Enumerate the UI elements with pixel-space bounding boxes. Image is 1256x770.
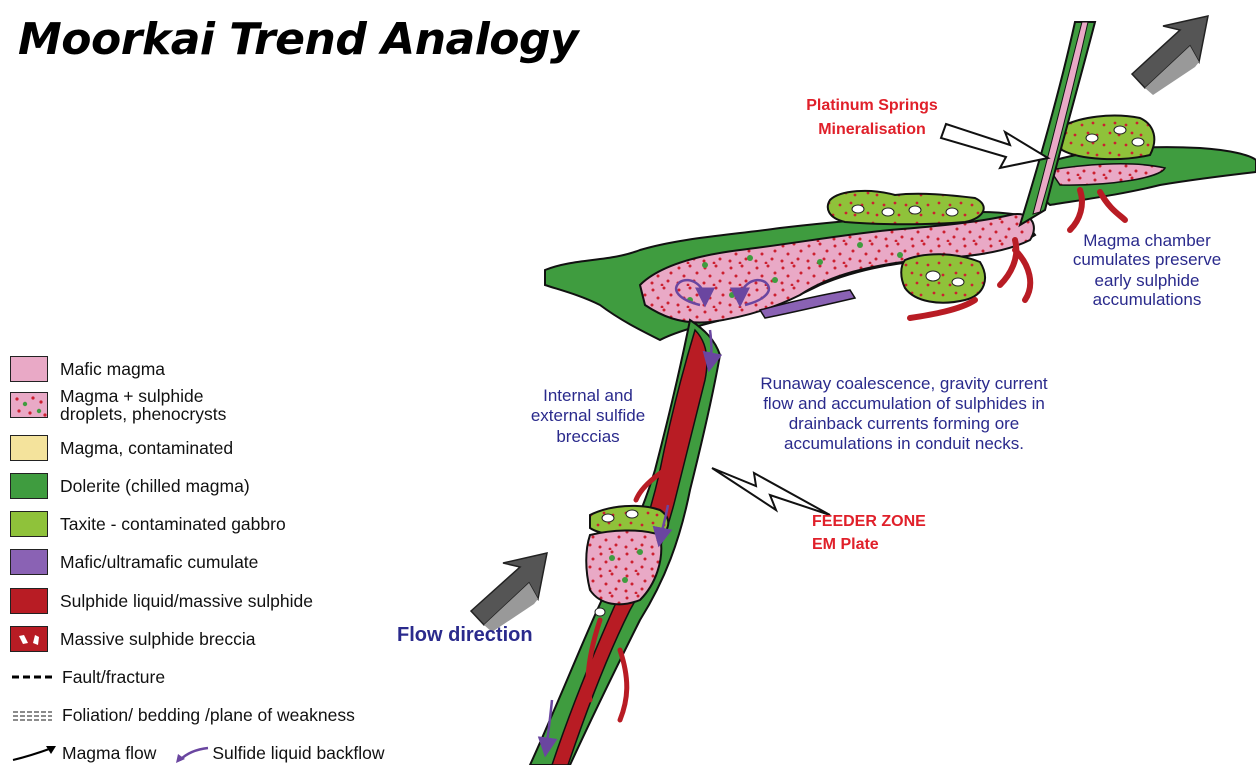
magma-chamber-label: accumulations [1093, 290, 1202, 309]
taxite-blob-right [1058, 116, 1154, 160]
runaway-coalescence-label: Runaway coalescence, gravity current [760, 374, 1048, 393]
feeder-zone-label: EM Plate [812, 536, 879, 553]
feeder-zone-arrow [712, 468, 830, 515]
taxite-blob [901, 254, 985, 302]
sulfide-breccias-label: breccias [556, 427, 619, 446]
magma-chamber-label: Magma chamber [1083, 231, 1211, 250]
flow-direction-label: Flow direction [397, 624, 533, 646]
magma-chamber-label: early sulphide [1095, 271, 1200, 290]
platinum-springs-arrow [941, 124, 1048, 168]
runaway-coalescence-label: accumulations in conduit necks. [784, 434, 1024, 453]
taxite-blob [828, 191, 984, 224]
magma-chamber-label: cumulates preserve [1073, 250, 1221, 269]
feeder-zone-label: FEEDER ZONE [812, 513, 926, 530]
runaway-coalescence-label: drainback currents forming ore [789, 414, 1020, 433]
runaway-coalescence-label: flow and accumulation of sulphides in [763, 394, 1045, 413]
sulfide-breccias-label: Internal and [543, 386, 633, 405]
platinum-springs-label: Mineralisation [818, 121, 926, 138]
platinum-springs-label: Platinum Springs [806, 97, 938, 114]
sulfide-breccias-label: external sulfide [531, 406, 645, 425]
flow-direction-arrow-bottom [471, 553, 547, 632]
flow-direction-arrow-top [1132, 16, 1208, 95]
